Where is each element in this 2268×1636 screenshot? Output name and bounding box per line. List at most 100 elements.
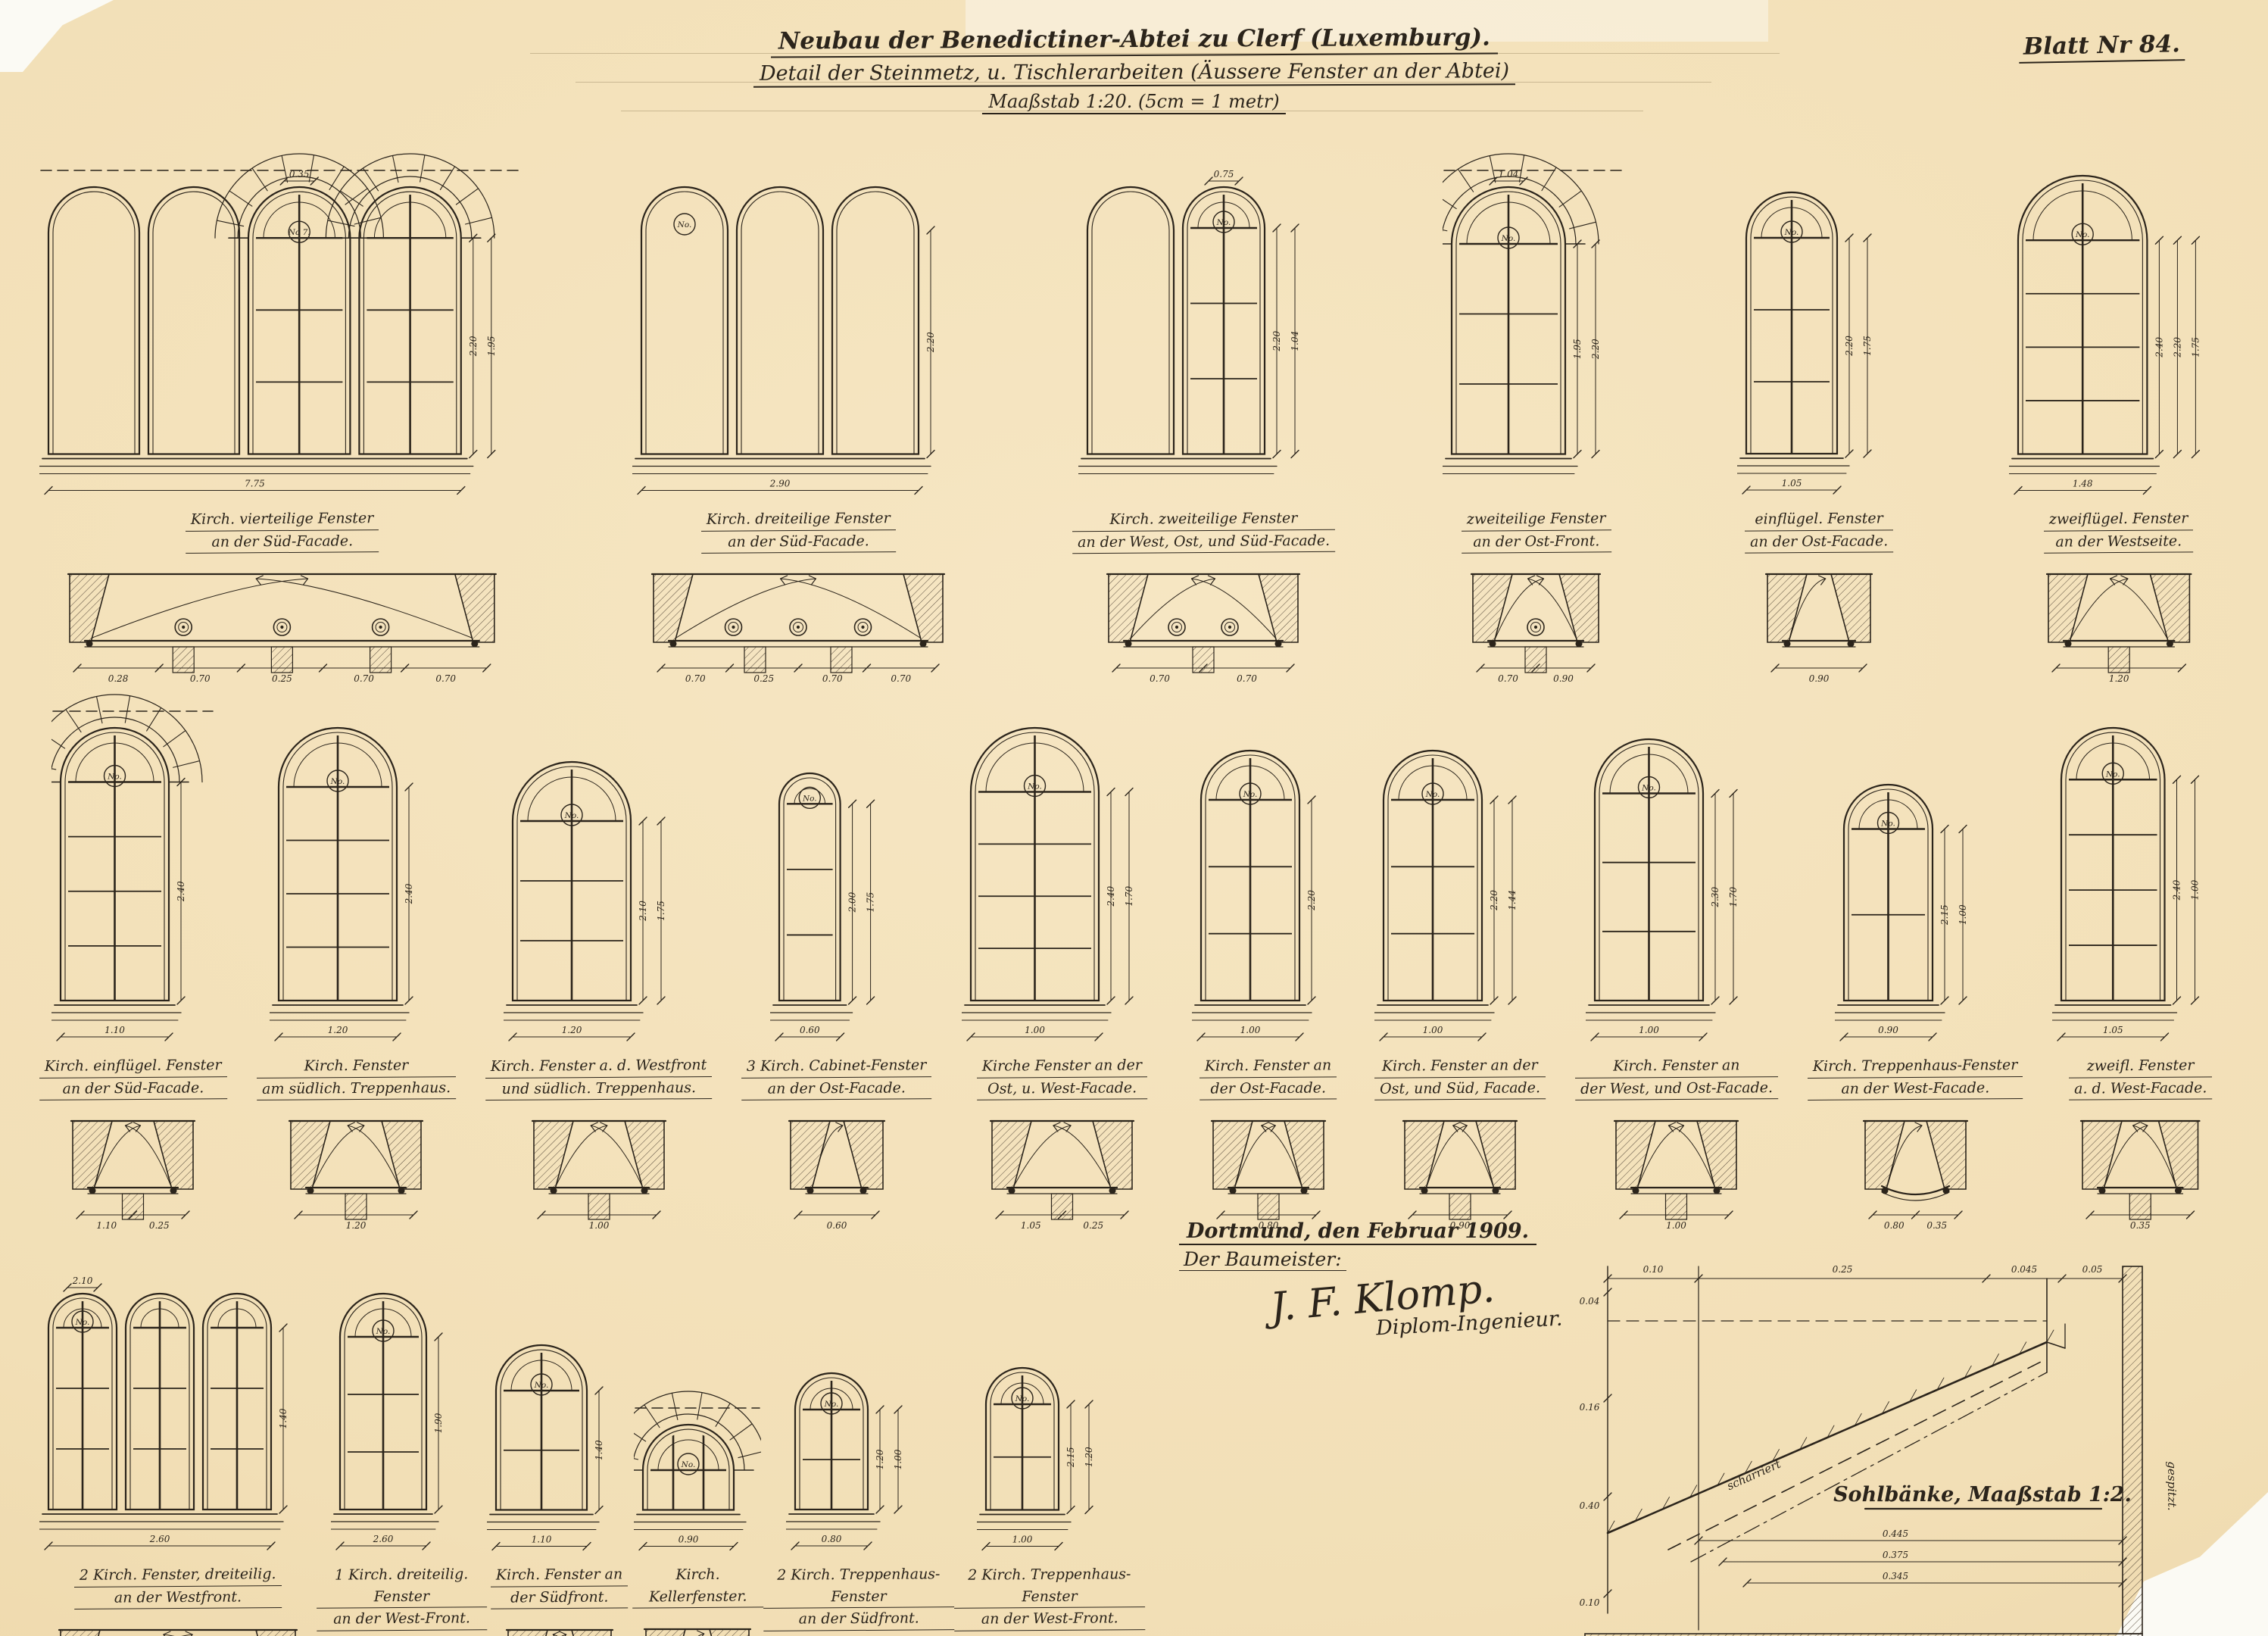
dimension-value: 0.25 [149,1220,170,1231]
dimension-value: 0.90 [1809,673,1830,684]
window-caption: Kirch. Kellerfenster. [632,1563,764,1609]
dimension-value: 1.10 [97,1220,117,1231]
window-number-badge: No. [824,1400,839,1409]
sill-section: 0.80 [1210,1104,1327,1238]
dimension-value: 2.90 [769,478,791,489]
window-caption-line: 2 Kirch. Treppenhaus-Fenster [953,1563,1146,1609]
window-caption-line: Kirch. dreiteilige Fenster [700,507,896,532]
dimension-value: 1.00 [1423,1025,1443,1035]
dimension-value: 2.20 [1590,339,1601,360]
window-number-badge: No. [1027,782,1042,791]
dimension-value: 1.20 [346,1220,367,1231]
window-caption-line: an der West-Front. [317,1607,487,1631]
dimension-value: 1.05 [2103,1025,2123,1035]
window-caption: 2 Kirch. Fenster, dreiteilig.an der West… [73,1563,282,1609]
window-caption-line: 2 Kirch. Treppenhaus-Fenster [763,1563,955,1609]
dimension-value: 0.70 [891,673,912,684]
sill-section: 0.90 [1764,557,1873,691]
window-number-badge: No. [1501,234,1516,243]
dimension-value: 1.75 [2190,337,2201,357]
window-caption-line: Kirch. Fenster an [1574,1054,1778,1079]
sill-section-svg: 0.90 [644,1628,752,1636]
window-caption-line: an der Südfront. [763,1607,955,1631]
dimension-value: 2.20 [468,336,479,357]
dimension-value: 1.00 [588,1220,609,1231]
window-elevation-svg: No.2.101.402.60 [39,1275,289,1550]
dimension-value: 0.90 [1554,673,1574,684]
dimension-value: 0.28 [108,673,129,684]
sheet-scale: Maaßstab 1:20. (5cm = 1 metr) [982,91,1286,114]
sill-section-svg: 0.35 [2080,1119,2201,1231]
window-caption-line: Kirch. Fenster a. d. Westfront [485,1054,713,1079]
dimension-value: 0.375 [1883,1550,1908,1560]
title-block: Neubau der Benedictiner-Abtei zu Clerf (… [753,23,1515,114]
window-number-badge: No. [1642,784,1657,793]
sill-section-svg: 1.10 0.25 [70,1119,196,1231]
sill-section-svg: 0.60 [788,1119,886,1231]
window-elevation-svg: No.1.902.60 [331,1292,444,1550]
sill-section: 1.25 [505,1613,614,1636]
window-number-badge: No. [1216,218,1231,227]
dimension-value: 2.10 [638,901,648,922]
sill-section-svg: 1.25 [505,1628,613,1636]
window-caption-line: Kirch. zweiteilige Fenster [1072,507,1335,532]
window-elevation-svg: No.1.401.10 [486,1344,604,1550]
window-caption-line: zweiflügel. Fenster [2043,507,2194,532]
window-caption-line: am südlich. Treppenhaus. [256,1076,456,1101]
dimension-value: 1.10 [105,1025,125,1035]
window-caption-line: an der Süd-Facade. [39,1076,227,1101]
dimension-value: 2.30 [1710,887,1720,908]
dimension-value: 1.40 [278,1408,289,1428]
dimension-value: 0.70 [435,673,456,684]
window-caption-line: Kirche Fenster an der [976,1054,1147,1079]
dimension-value: 1.00 [2190,879,2201,900]
window-number-badge: No. [330,777,345,786]
window-caption-line: an der Westfront. [74,1585,282,1609]
window-number-badge: No 7. [288,228,310,237]
signature-role: Der Baumeister: [1179,1248,1346,1271]
sill-section-svg: 0.90 [1764,573,1873,684]
sill-section: 1.20 [288,1104,424,1238]
dimension-value: 0.70 [354,673,374,684]
ruling-line [530,53,1780,54]
dimension-value: 1.20 [875,1449,885,1469]
dimension-value: 1.05 [1021,1220,1041,1231]
dimension-value: 0.25 [272,673,292,684]
sill-section-svg: 1.20 [289,1119,424,1231]
window-caption-line: an der Süd-Facade. [185,529,379,554]
